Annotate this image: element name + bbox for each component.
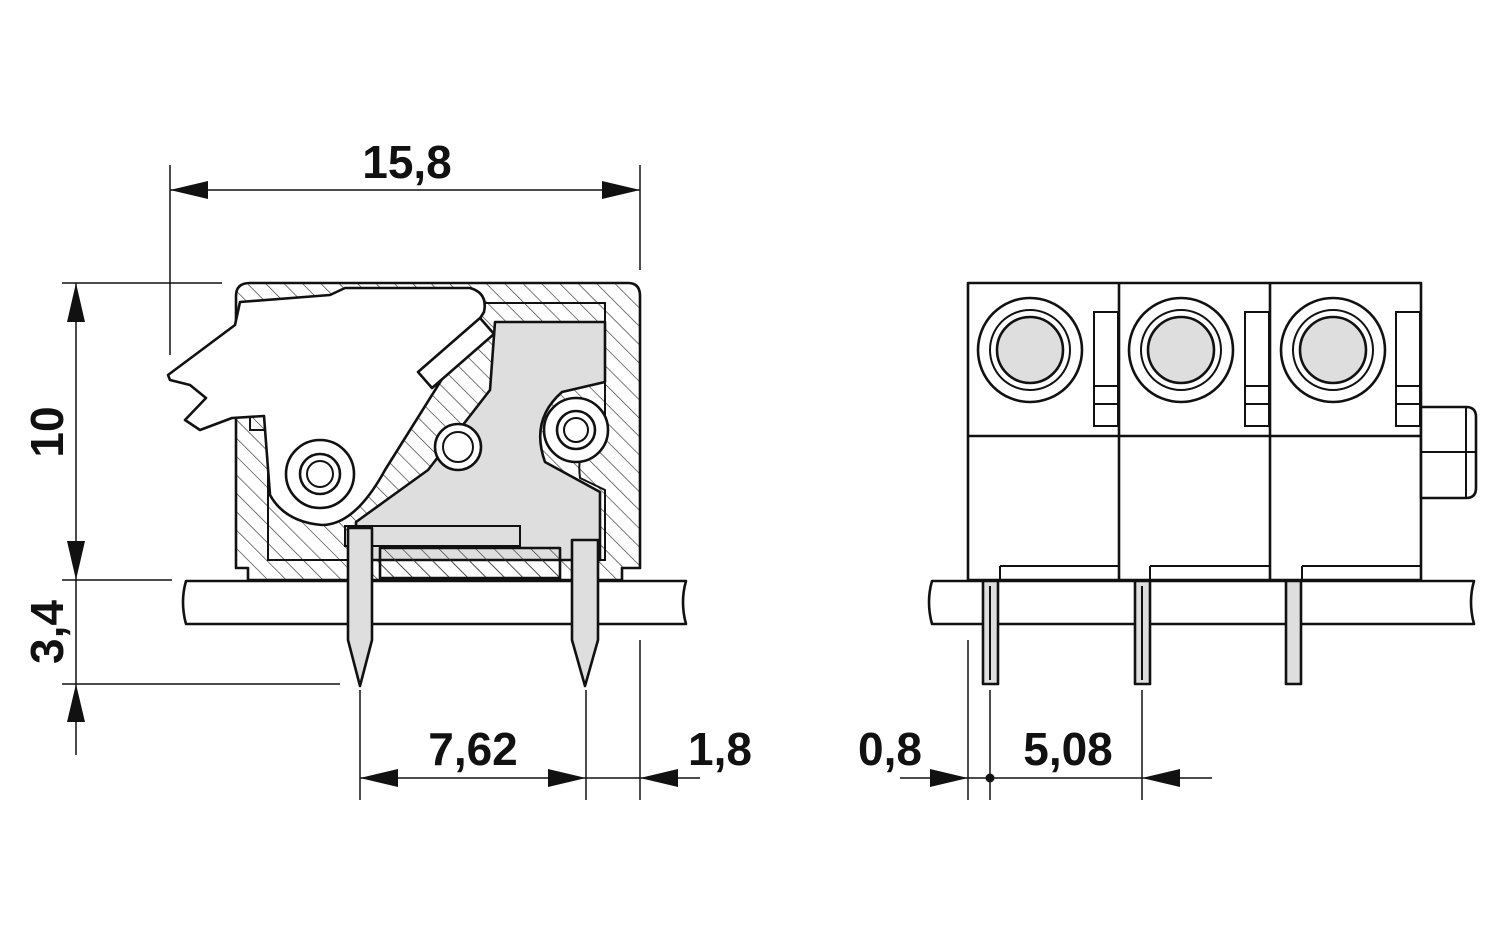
dim-pin-width: 0,8	[858, 723, 922, 775]
wire-entry-3	[1279, 296, 1387, 404]
front-view	[900, 281, 1478, 800]
pin-left	[346, 526, 374, 688]
pivot-center	[433, 422, 483, 472]
lever-tab	[416, 316, 496, 390]
lever-slot-3	[1395, 311, 1421, 427]
pcb-board-front	[927, 579, 1476, 626]
front-pin-1	[981, 579, 1000, 686]
dim-pin-pitch-front: 5,08	[1023, 723, 1113, 775]
lever-slot-2	[1244, 311, 1270, 427]
pivot-lever	[284, 438, 356, 510]
front-pin-2	[1133, 579, 1152, 686]
base-bar	[378, 546, 562, 580]
side-view	[62, 165, 700, 800]
base-inner-rail	[344, 525, 521, 547]
actuator-lever	[166, 286, 486, 527]
wire-entry-1	[976, 296, 1084, 404]
dim-pin-pitch-side: 7,62	[428, 723, 518, 775]
lever-slot-1	[1093, 311, 1119, 427]
pivot-right	[542, 396, 610, 464]
dim-width-total: 15,8	[362, 136, 452, 188]
wire-entry-2	[1127, 296, 1235, 404]
pin-right	[570, 538, 600, 688]
dim-pin-length: 3,4	[21, 600, 73, 664]
dim-offset-side: 1,8	[688, 723, 752, 775]
front-pin-3	[1284, 579, 1303, 686]
dim-height-body: 10	[21, 406, 73, 457]
pcb-board-side	[181, 579, 688, 626]
